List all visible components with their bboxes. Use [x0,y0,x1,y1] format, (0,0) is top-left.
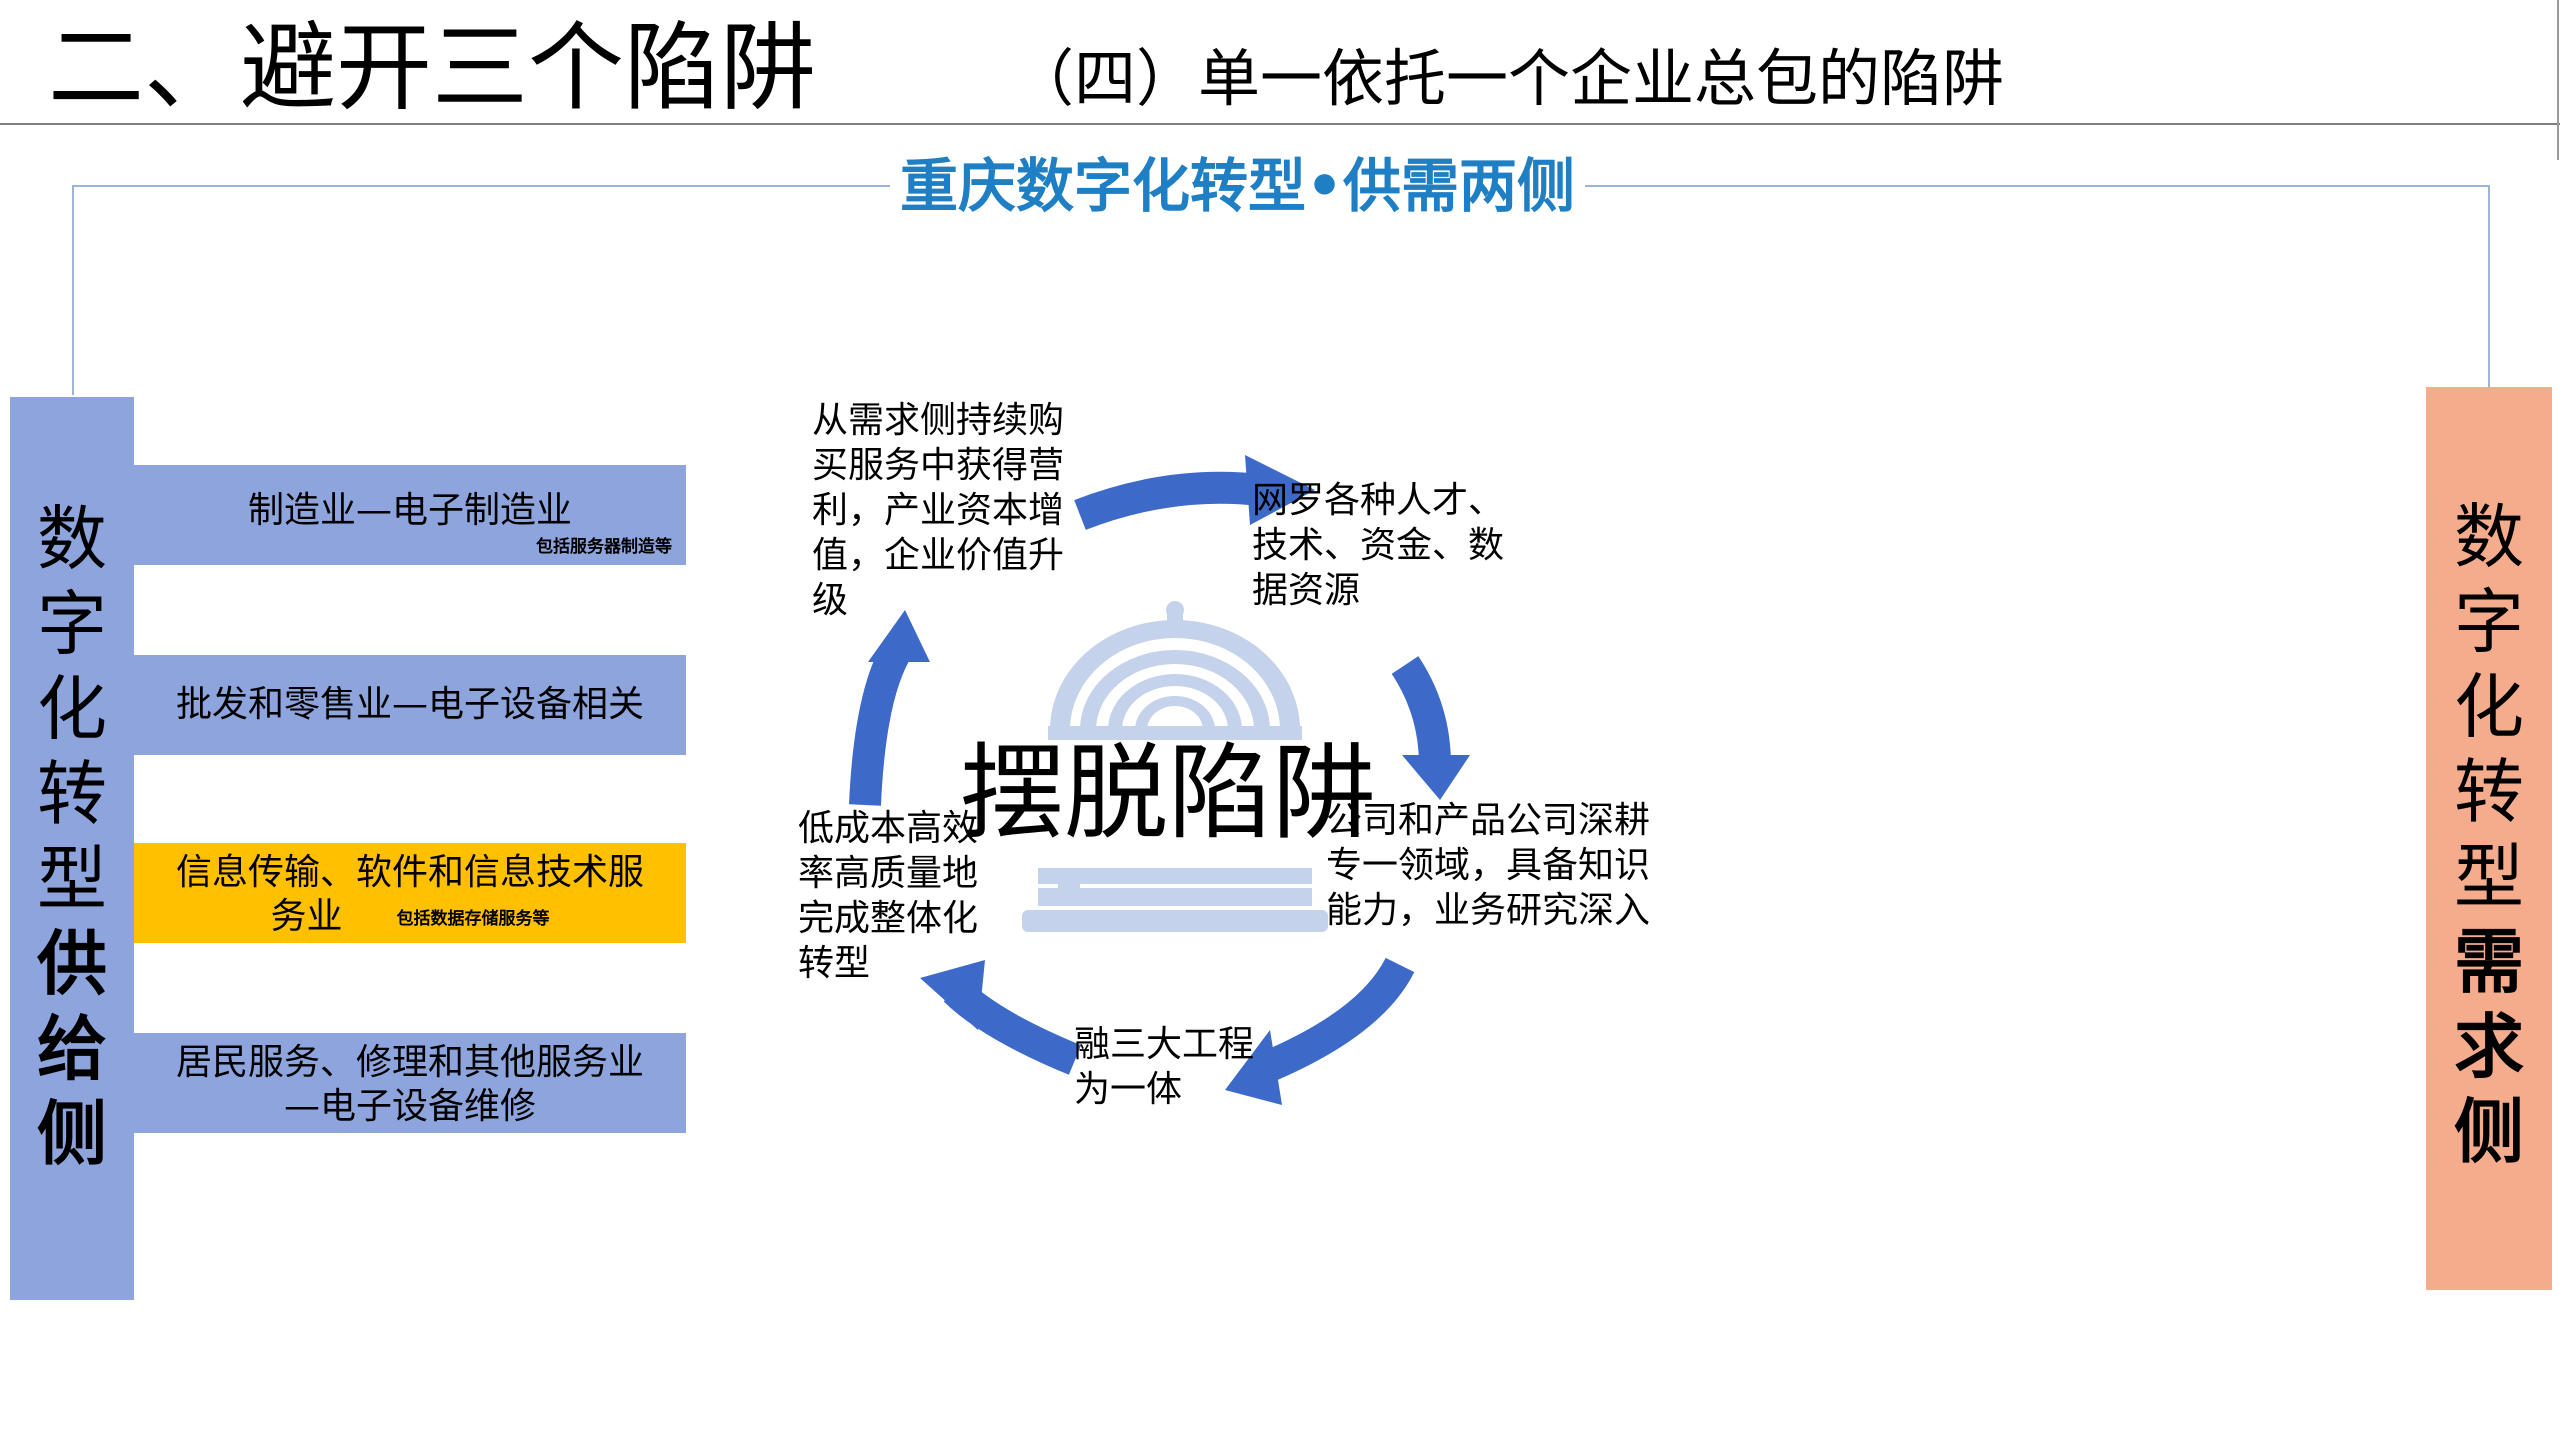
cycle-diagram [849,455,1470,1105]
sector-label-line2-text: 务业 [270,896,343,937]
supply-char: 数 [37,498,107,580]
right-edge-line [2557,0,2559,160]
cycle-step-integration: 融三大工程为一体 [1074,1024,1255,1110]
sector-box-resident-services: 居民服务、修理和其他服务业—电子设备维修 [134,1033,686,1133]
arrow-left-head [868,610,930,662]
bracket-left-line [72,185,74,395]
demand-char: 字 [2454,581,2524,663]
demand-char: 侧 [2454,1091,2524,1173]
sector-box-manufacturing: 制造业—电子制造业 包括服务器制造等 [134,465,686,565]
supply-char: 字 [37,583,107,665]
cycle-step-transformation: 低成本高效率高质量地完成整体化转型 [798,808,979,984]
supply-char: 侧 [37,1093,107,1175]
supply-char: 给 [37,1008,107,1090]
cycle-step-specialization: 公司和产品公司深耕专一领域，具备知识能力，业务研究深入 [1326,800,1651,931]
demand-side-label: 数 字 化 转 型 需 求 侧 [2426,495,2552,1175]
supply-char: 转 [37,753,107,835]
supply-side-label: 数 字 化 转 型 供 给 侧 [10,497,134,1177]
sector-label: 居民服务、修理和其他服务业—电子设备维修 [175,1042,644,1127]
page-title: 二、避开三个陷阱 [48,12,816,124]
supply-char: 化 [37,668,107,750]
sector-label-line2: 务业 包括数据存储服务等 [134,895,686,941]
supply-side-bar: 数 字 化 转 型 供 给 侧 [10,397,134,1300]
supply-char: 供 [37,923,107,1005]
sector-box-wholesale-retail: 批发和零售业—电子设备相关 [134,655,686,755]
arrow-bottom-right-head [1225,1030,1282,1105]
section-subtitle: （四）单一依托一个企业总包的陷阱 [1012,42,2005,115]
demand-char: 型 [2454,836,2524,918]
sector-label: 批发和零售业—电子设备相关 [175,684,644,725]
cycle-center-label: 摆脱陷阱 [960,732,1377,854]
bracket-right-line [2488,185,2490,390]
demand-char: 需 [2454,921,2524,1003]
cycle-arrows [849,455,1470,1105]
arrow-right-head [1402,755,1470,800]
arrow-top-head [1245,455,1315,525]
bracket-top-right-line [1585,185,2490,187]
cycle-step-profit: 从需求侧持续购买服务中获得营利，产业资本增值，企业价值升级 [812,400,1065,621]
arrow-right [1391,656,1451,766]
bracket-top-left-line [72,185,890,187]
sector-label-line1: 信息传输、软件和信息技术服 [175,852,644,893]
demand-char: 求 [2454,1006,2524,1088]
sector-note: 包括数据存储服务等 [396,909,550,929]
building-icon [1022,601,1328,932]
demand-side-bar: 数 字 化 转 型 需 求 侧 [2426,387,2552,1290]
arrow-top [1074,471,1262,530]
supply-char: 型 [37,838,107,920]
cycle-step-resources: 网罗各种人才、技术、资金、数据资源 [1252,480,1505,611]
demand-char: 化 [2454,666,2524,748]
demand-char: 转 [2454,751,2524,833]
arrow-bottom-left-head [920,960,985,1030]
sector-label: 制造业—电子制造业 [247,490,572,531]
sector-note: 包括服务器制造等 [536,537,672,557]
sector-box-information-technology: 信息传输、软件和信息技术服 务业 包括数据存储服务等 [134,843,686,943]
arrow-left [849,636,914,806]
diagram-title: 重庆数字化转型•供需两侧 [899,152,1576,220]
demand-char: 数 [2454,496,2524,578]
title-divider [0,123,2560,125]
arrow-bottom-right [1253,957,1415,1085]
